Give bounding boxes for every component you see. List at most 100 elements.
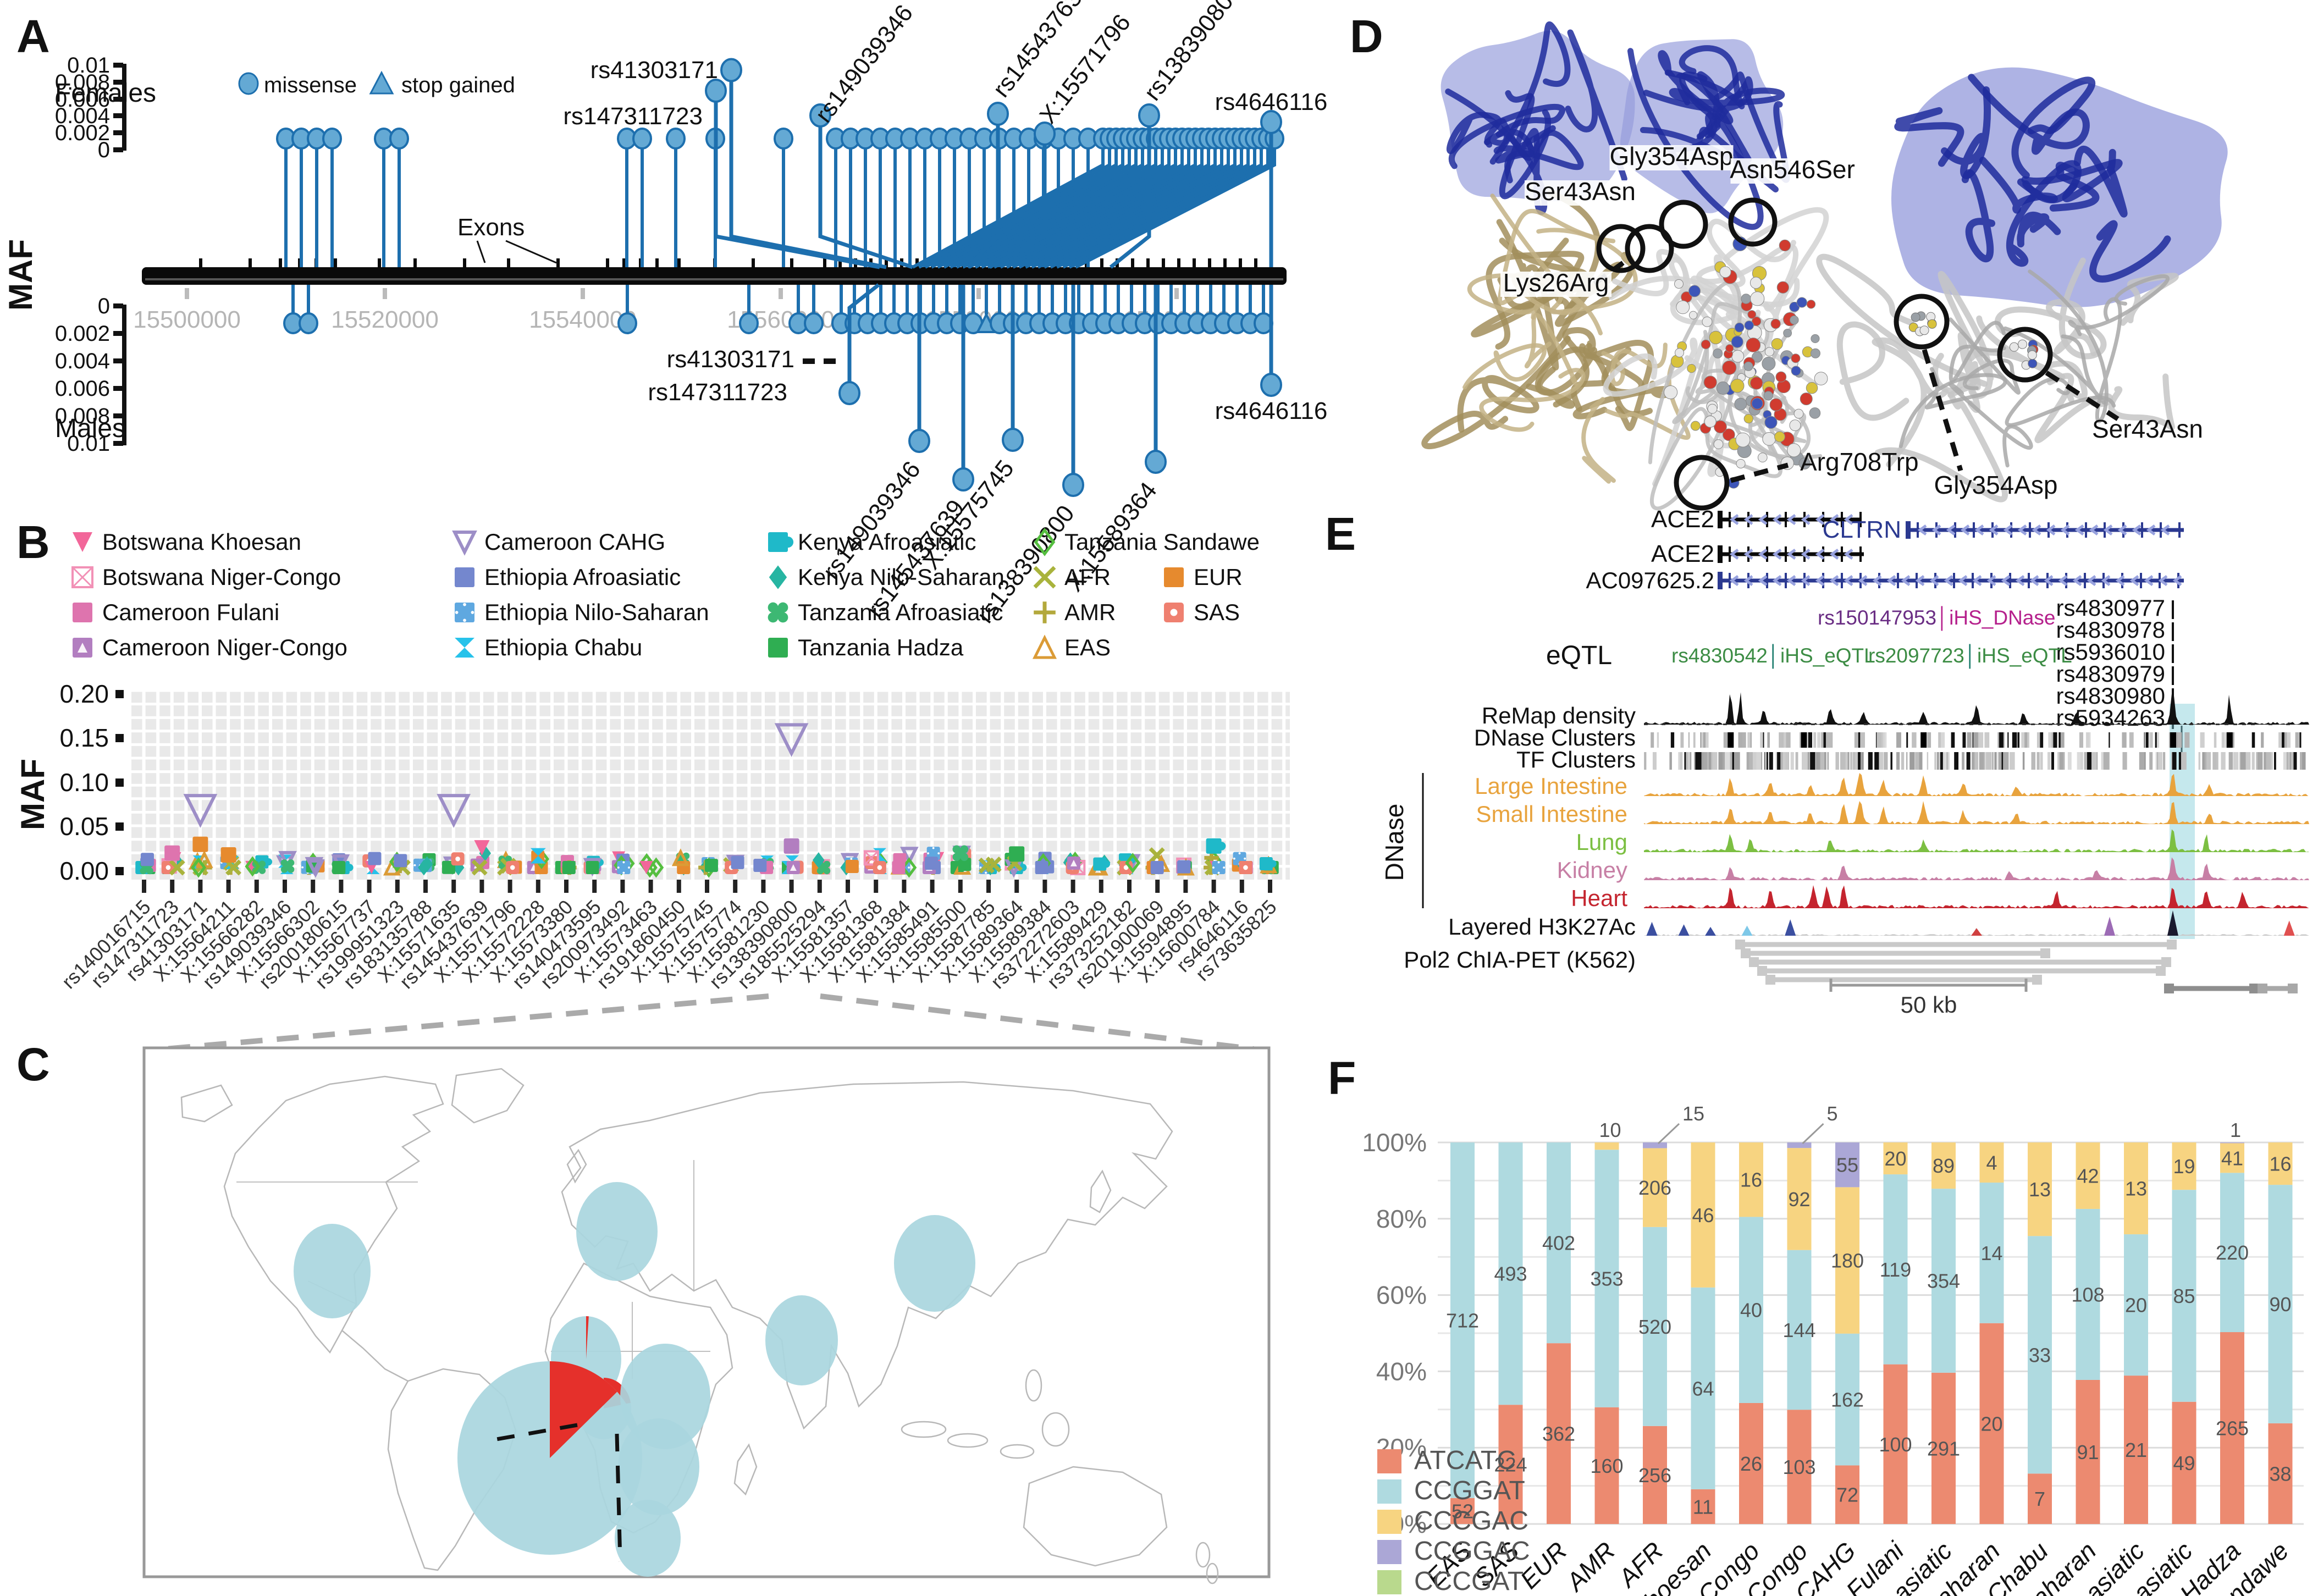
gene-arrow-icon [2060, 524, 2070, 536]
legend-item-label: Tanzania Hadza [798, 634, 964, 660]
tick [115, 734, 124, 742]
h3k27ac-peak [1646, 921, 1658, 936]
marker-inner [1170, 609, 1178, 616]
exon-tick [1177, 258, 1180, 268]
dnase-cluster-bar [1747, 732, 1752, 748]
ace2-ribbon-tan [1421, 335, 1571, 449]
marker-hourglass [530, 848, 546, 864]
dnase-cluster-bar [2232, 732, 2234, 748]
tf-cluster-bar [1687, 752, 1691, 770]
dnase-track-label: Lung [1576, 829, 1627, 855]
dnase-cluster-bar [1705, 732, 1709, 748]
tf-cluster-bar [1795, 752, 1798, 770]
dnase-cluster-bar [1984, 732, 1990, 748]
marker-inner [877, 865, 882, 870]
track-label: TF Clusters [1516, 747, 1636, 772]
b-x-tick [1127, 880, 1132, 893]
marker-inner [1102, 860, 1111, 868]
exon-tick [1223, 258, 1227, 268]
inset-ace2-ribbon [2108, 373, 2175, 430]
island [1041, 1412, 1070, 1447]
leader-dash [824, 358, 836, 364]
ace2-ribbon-tan [1479, 368, 1586, 432]
f-legend-label: CCGGAC [1414, 1537, 1530, 1566]
bar-value: 16 [1740, 1169, 1762, 1191]
bar-segment-ATCATC [1691, 1489, 1715, 1524]
dnase-cluster-bar [1742, 732, 1746, 748]
exon-tick [838, 258, 842, 268]
legend-item-label: Tanzania Afroasiatic [798, 599, 1003, 625]
dnase-cluster-bar [1701, 732, 1703, 748]
tf-cluster-bar [2178, 752, 2183, 770]
missense-lollipop [1062, 473, 1084, 497]
dnase-cluster-bar [2144, 732, 2149, 748]
remap-dash [2207, 724, 2211, 725]
bar-value: 64 [1692, 1377, 1714, 1400]
dnase-cluster-bar [1724, 732, 1729, 748]
atom [1746, 338, 1761, 352]
bar-value: 103 [1782, 1456, 1815, 1478]
h3k27ac-peak [1741, 925, 1753, 936]
tf-cluster-bar [1733, 752, 1735, 770]
remap-dash [2286, 724, 2290, 725]
tf-cluster-bar [1878, 752, 1884, 770]
remap-dash [2128, 724, 2132, 725]
callout-leader [1657, 1123, 1680, 1145]
gene-arrow-icon [2172, 575, 2182, 587]
gene-arrow-icon [1786, 513, 1796, 526]
bar-value: 52 [1451, 1500, 1473, 1522]
atom [1764, 416, 1778, 429]
gene-arrow-icon [1786, 548, 1796, 560]
gene-arrow-icon [2015, 575, 2025, 587]
gene-arrow-icon [2072, 575, 2082, 587]
dnase-cluster-bar [1801, 732, 1807, 748]
variant-label: rs4646116 [1215, 397, 1328, 424]
b-x-tick [620, 880, 625, 893]
bar-segment-CCGGAT [2076, 1208, 2100, 1380]
atom [1719, 266, 1731, 278]
missense-lollipop [774, 128, 793, 150]
rbd-ribbon [1565, 29, 1627, 182]
dnase-cluster-bar [1785, 732, 1791, 748]
bar-segment-CCGGAT [1643, 1227, 1667, 1426]
tf-cluster-bar [1890, 752, 1892, 770]
bar-value: 354 [1927, 1270, 1960, 1293]
dnase-cluster-bar [1973, 732, 1978, 748]
atom [1751, 351, 1763, 363]
tf-cluster-bar [1934, 752, 1936, 770]
b-x-tick [846, 880, 850, 893]
pie-europe [576, 1182, 658, 1281]
dnase-cluster-bar [1951, 732, 1955, 748]
tf-cluster-bar [1946, 752, 1950, 770]
tf-cluster-bar [2096, 752, 2098, 770]
marker-sq [1009, 846, 1025, 862]
landmass [341, 1330, 409, 1382]
chia-pet-anchor [2161, 957, 2171, 967]
gene-start [1906, 521, 1911, 539]
b-x-tick [1239, 880, 1244, 893]
marker-sq-tab [768, 532, 788, 552]
dnase-cluster-bar [1982, 732, 1984, 748]
bar-segment-ATCATC [1594, 1407, 1619, 1524]
island [1025, 1369, 1042, 1402]
pie-south-asia [765, 1295, 838, 1385]
map-frame [142, 1046, 1271, 1578]
inset-rbd-ribbon [2089, 220, 2171, 283]
lollipop-stem [1050, 147, 1250, 269]
bar-value: 712 [1446, 1309, 1479, 1332]
atom [1723, 428, 1735, 441]
atom [1713, 348, 1723, 358]
marker-inner [463, 618, 466, 622]
marker-inner [937, 852, 940, 855]
gene-arrow-icon [1929, 575, 1939, 587]
bar-value: 42 [2077, 1164, 2099, 1187]
tf-cluster-bar [1991, 752, 1994, 770]
bar-segment-CCCGAC [1643, 1148, 1667, 1227]
gene-x-tick [779, 288, 783, 299]
exon-tick [1193, 258, 1196, 268]
tf-cluster-bar [2000, 752, 2002, 770]
remap-dash [1978, 724, 1982, 725]
chia-pet-anchor [2258, 984, 2267, 993]
remap-dash [2233, 724, 2237, 725]
